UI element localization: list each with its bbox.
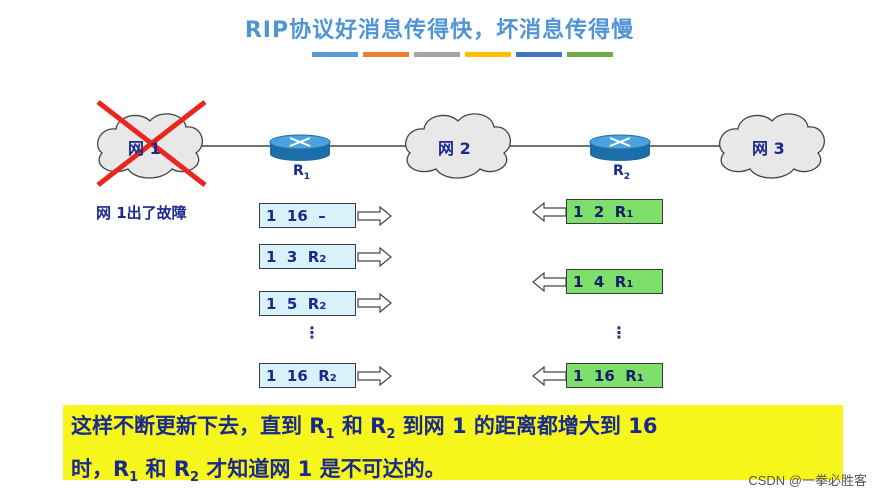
- arrow-right-icon: [357, 365, 392, 387]
- note-text: 和 R: [334, 414, 387, 438]
- explanation-note: 这样不断更新下去，直到 R1 和 R2 到网 1 的距离都增大到 16 时，R1…: [63, 405, 843, 485]
- color-bar: [312, 52, 613, 57]
- arrow-left-icon: [532, 201, 567, 223]
- r1-table-text: 1 16 –: [266, 206, 326, 225]
- note-text: 这样不断更新下去，直到 R: [71, 414, 326, 438]
- color-bar-segment: [567, 52, 613, 57]
- r2-table-sub: 1: [626, 209, 634, 220]
- note-text: 到网 1 的距离都增大到 16: [395, 414, 658, 438]
- router-r1-icon: [269, 134, 331, 161]
- router-r2-label: R2: [613, 163, 630, 182]
- r1-table-row-1: 1 16 –: [259, 203, 356, 228]
- arrow-right-icon: [357, 292, 392, 314]
- net1-label: 网 1: [128, 139, 161, 158]
- router-r1-label: R1: [293, 163, 310, 182]
- router-r2-icon: [589, 134, 651, 161]
- r1-table-sub: 2: [329, 373, 337, 384]
- color-bar-segment: [465, 52, 511, 57]
- arrow-left-icon: [532, 271, 567, 293]
- note-subscript: 2: [190, 470, 200, 486]
- arrow-left-icon: [532, 365, 567, 387]
- r1-table-text: 1 3 R: [266, 247, 320, 266]
- r2-table-sub: 1: [626, 279, 634, 290]
- fault-label: 网 1出了故障: [96, 204, 187, 222]
- router-r1-name: R: [293, 163, 304, 179]
- note-text: 和 R: [138, 457, 191, 482]
- cloud-net2: [405, 113, 511, 179]
- note-line-1: 这样不断更新下去，直到 R1 和 R2 到网 1 的距离都增大到 16: [71, 409, 835, 452]
- r2-table-text: 1 2 R: [573, 202, 627, 221]
- arrow-right-icon: [357, 205, 392, 227]
- cloud-net3: [719, 113, 825, 179]
- net2-label: 网 2: [438, 139, 471, 158]
- r2-table-text: 1 4 R: [573, 272, 627, 291]
- page-title: RIP协议好消息传得快，坏消息传得慢: [244, 18, 635, 43]
- r1-table-sub: 2: [319, 254, 327, 265]
- note-subscript: 2: [386, 427, 396, 443]
- color-bar-segment: [414, 52, 460, 57]
- r2-table-sub: 1: [636, 373, 644, 384]
- color-bar-segment: [516, 52, 562, 57]
- note-text: 时，R: [71, 457, 130, 482]
- r1-table-sub: 2: [319, 301, 327, 312]
- note-line-2: 时，R1 和 R2 才知道网 1 是不可达的。: [71, 452, 835, 495]
- note-text: 才知道网 1 是不可达的。: [199, 457, 446, 482]
- net3-label: 网 3: [752, 139, 785, 158]
- router-r2-subscript: 2: [623, 171, 631, 182]
- arrow-right-icon: [357, 246, 392, 268]
- r1-ellipsis: ⋮: [304, 323, 320, 342]
- color-bar-segment: [363, 52, 409, 57]
- router-r1-subscript: 1: [303, 171, 311, 182]
- note-subscript: 1: [129, 470, 139, 486]
- r1-table-text: 1 5 R: [266, 294, 320, 313]
- r2-ellipsis: ⋮: [611, 323, 627, 342]
- watermark-text: CSDN @一拳必胜客: [748, 473, 867, 488]
- note-subscript: 1: [325, 427, 335, 443]
- fault-x-icon: [96, 100, 207, 187]
- r1-table-text: 1 16 R: [266, 366, 330, 385]
- router-r2-name: R: [613, 163, 624, 179]
- color-bar-segment: [312, 52, 358, 57]
- r2-table-text: 1 16 R: [573, 366, 637, 385]
